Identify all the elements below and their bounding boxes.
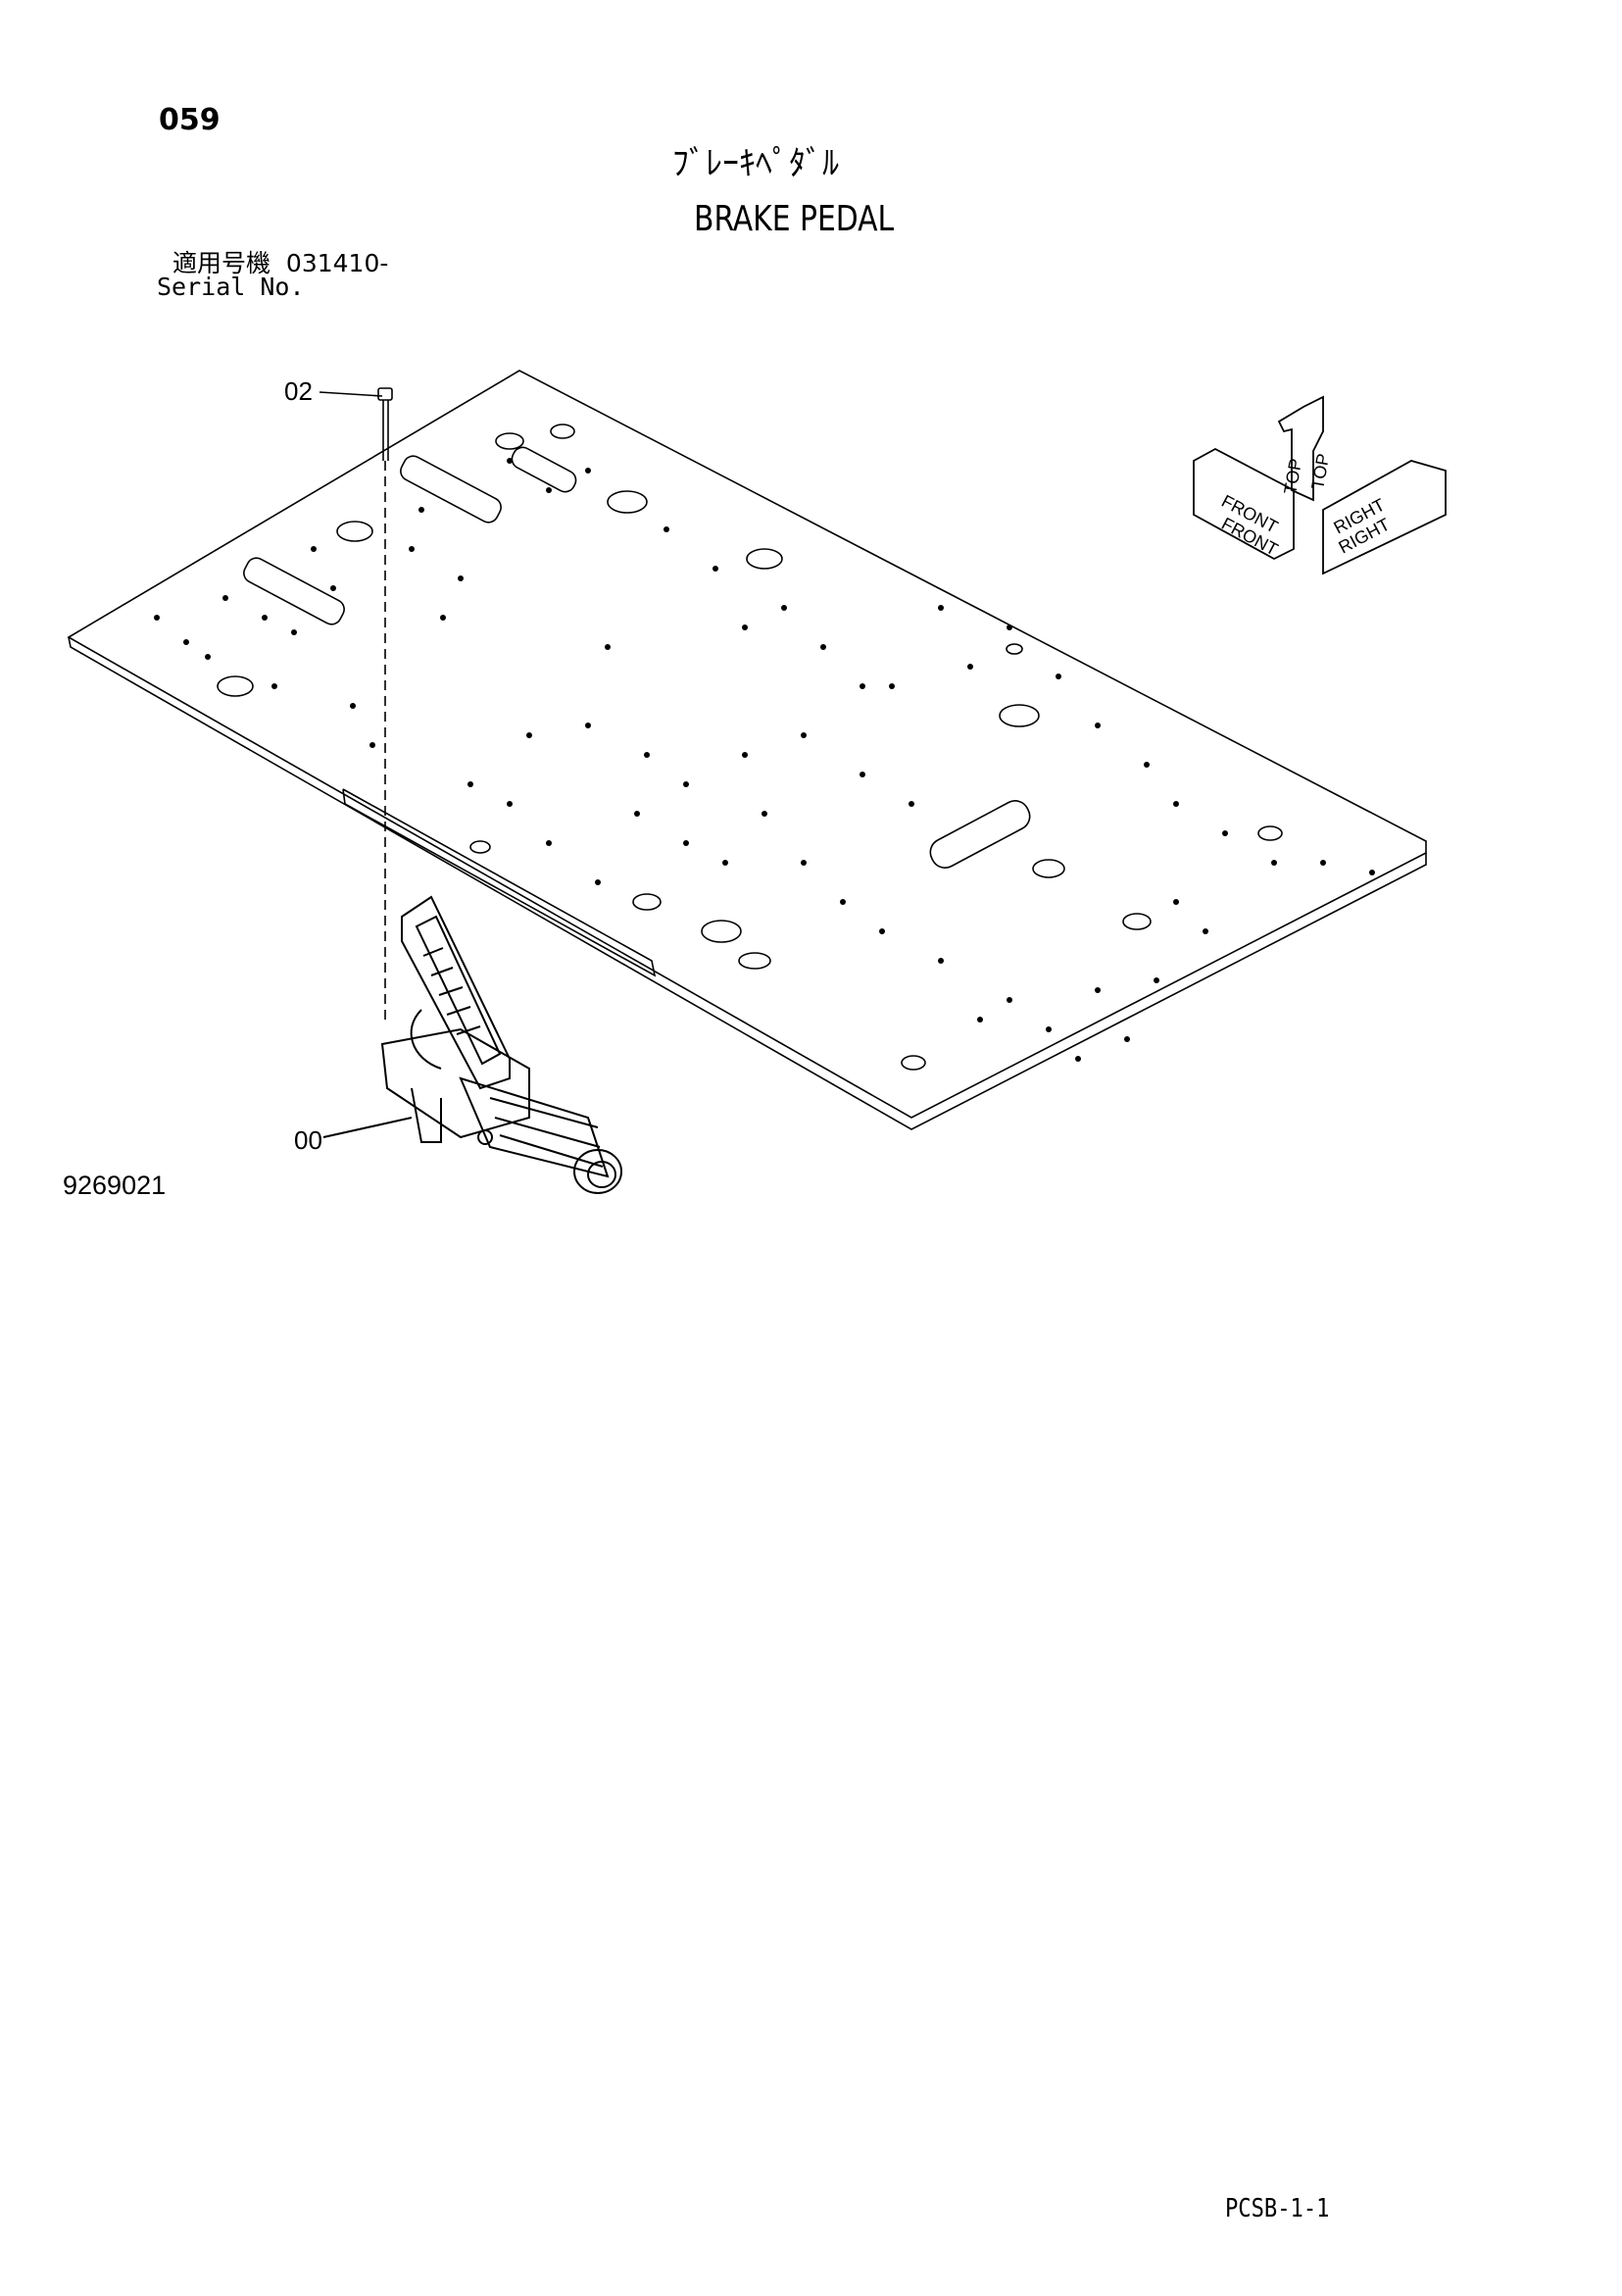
hole [632, 893, 662, 911]
hole [738, 952, 771, 970]
hole [746, 548, 783, 570]
sheet-code: PCSB-1-1 [1225, 2194, 1330, 2223]
floor-plate-bolt-holes [154, 458, 1375, 1062]
arrow-front-icon [1193, 447, 1295, 561]
hole [607, 490, 648, 514]
hole [1006, 643, 1023, 655]
hole [1032, 859, 1065, 878]
brake-pedal-assembly [322, 895, 622, 1194]
hole [1122, 913, 1152, 930]
arrow-top-icon [1277, 395, 1324, 502]
slot [511, 446, 577, 493]
page-number: 059 [159, 103, 221, 137]
drawing-number: 9269021 [63, 1171, 167, 1200]
label-top: TOP [1307, 452, 1333, 491]
floor-plate-large-holes [217, 424, 1283, 1071]
bolt-02 [319, 387, 393, 1020]
callout-00: 00 [294, 1125, 322, 1155]
hole [495, 432, 524, 450]
title-english: BRAKE PEDAL [694, 199, 895, 239]
hole [469, 840, 491, 854]
hole [217, 675, 254, 697]
hole [999, 704, 1040, 727]
floor-plate [67, 370, 1427, 1130]
slot [929, 800, 1031, 869]
callout-02: 02 [284, 376, 313, 406]
orientation-indicator: TOP TOP FRONT FRONT RIGHT RIGHT [1193, 395, 1447, 575]
slot [400, 455, 502, 524]
hole [550, 424, 575, 439]
floor-plate-edge [68, 636, 1427, 1130]
hole [901, 1055, 926, 1071]
title-japanese: ﾌﾞﾚｰｷﾍﾟﾀﾞﾙ [672, 144, 839, 183]
hole [701, 920, 742, 943]
slot [243, 557, 345, 625]
label-top: TOP [1280, 457, 1305, 496]
hole [336, 521, 373, 542]
hole [1257, 825, 1283, 841]
serial-value: 031410- [285, 249, 389, 277]
floor-plate-top-face [67, 370, 1427, 1119]
floor-plate-flange [342, 788, 657, 977]
serial-label-japanese: 適用号機 031410- [172, 251, 388, 275]
floor-plate-slots [243, 446, 1031, 869]
arrow-right-icon [1322, 460, 1447, 575]
serial-label-english: Serial No. [157, 273, 305, 301]
serial-label-ja-text: 適用号機 [172, 249, 271, 277]
